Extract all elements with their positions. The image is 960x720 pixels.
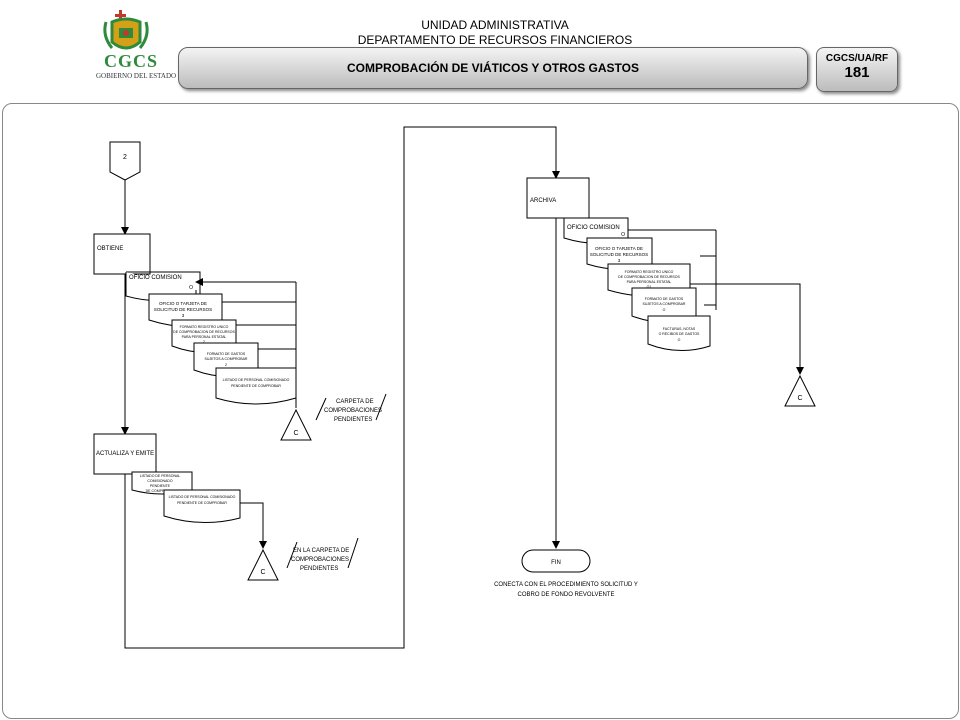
doc-label: FORMATO REGISTRO UNICO (180, 325, 229, 329)
doc-label: SUJETOS A COMPROBAR (205, 357, 248, 361)
doc-label: SUJETOS A COMPROBAR (643, 302, 686, 306)
logo-subtitle: GOBIERNO DEL ESTADO (96, 72, 177, 80)
file-label: C (797, 395, 802, 402)
document-listado-personal-2 (163, 489, 241, 524)
process-label: ARCHIVA (530, 198, 556, 204)
procedure-code: CGCS/UA/RF (825, 53, 889, 64)
department-label: DEPARTAMENTO DE RECURSOS FINANCIEROS (357, 33, 633, 47)
note-line: COMPROBACIONES (291, 557, 349, 563)
connector-label: 2 (123, 154, 127, 161)
doc-label: 3 (182, 313, 185, 318)
page-number: 181 (844, 64, 870, 81)
doc-label: OFICIO COMISION (567, 225, 620, 231)
doc-label: PENDIENTE DE COMPROBAR (231, 384, 281, 388)
logo-acronym: CGCS (104, 51, 159, 71)
doc-label: DE COMPROBAR (146, 489, 175, 493)
diagram-frame (2, 103, 959, 719)
note-line: EN LA CARPETA DE (293, 548, 349, 554)
process-actualiza-emite: ACTUALIZA Y EMITE (93, 433, 157, 475)
doc-label: FORMATO REGISTRO UNICO (625, 270, 674, 274)
doc-label: O RECIBOS DE GASTOS (659, 332, 700, 336)
doc-label: OFICIO O TARJETA DE (595, 246, 643, 251)
doc-label: PARA PERSONAL ESTATAL (627, 280, 672, 284)
doc-label: O (663, 308, 666, 312)
file-label: C (293, 430, 298, 437)
title-text: COMPROBACIÓN DE VIÁTICOS Y OTROS GASTOS (346, 61, 640, 75)
doc-label: O (621, 232, 625, 238)
doc-label: FORMATO DE GASTOS (645, 297, 684, 301)
terminator-label: FIN (551, 560, 561, 566)
doc-label: O (678, 338, 681, 342)
procedure-title: COMPROBACIÓN DE VIÁTICOS Y OTROS GASTOS (178, 47, 808, 89)
doc-label: SOLICITUD DE RECURSOS (154, 307, 212, 312)
unit-label: UNIDAD ADMINISTRATIVA (421, 18, 569, 32)
doc-label: 2 (203, 340, 205, 344)
process-label: OBTIENE (97, 246, 123, 252)
list-documents: LISTADO DE PERSONAL COMISIONADO PENDIENT… (131, 471, 267, 549)
doc-label: FORMATO DE GASTOS (207, 352, 246, 356)
doc-label: OFICIO O TARJETA DE (159, 301, 207, 306)
annotation-carpeta-1: CARPETA DE COMPROBACIONES PENDIENTES (315, 393, 387, 423)
doc-label: DE COMPROBACION DE RECURSOS (618, 275, 680, 279)
note-line: CARPETA DE (336, 399, 374, 405)
note-line: PENDIENTES (300, 566, 338, 572)
doc-label: LISTADO DE PERSONAL COMISIONADO (169, 495, 236, 499)
document-facturas (647, 315, 711, 352)
doc-label: COMISIONADO (147, 479, 173, 483)
procedure-code-box: CGCS/UA/RF 181 (816, 47, 898, 92)
note-line: COBRO DE FONDO REVOLVENTE (518, 592, 615, 598)
file-label: C (260, 569, 265, 576)
annotation-fin: CONECTA CON EL PROCEDIMIENTO SOLICITUD Y… (494, 582, 638, 598)
right-document-stack: OFICIO COMISION O OFICIO O TARJETA DE SO… (563, 217, 804, 375)
file-c-archivo: C (784, 374, 816, 407)
doc-label: O (189, 285, 193, 291)
terminator-fin: FIN (521, 549, 591, 573)
doc-label: 2 (225, 363, 227, 367)
doc-label: OFICIO COMISION (129, 275, 182, 281)
doc-label: DE COMPROBACION DE RECURSOS (173, 330, 235, 334)
process-archiva: ARCHIVA (526, 177, 590, 219)
left-document-stack: OFICIO COMISION O OFICIO O TARJETA DE SO… (125, 271, 297, 408)
file-c-pendientes: C (280, 408, 312, 441)
annotation-carpeta-2: EN LA CARPETA DE COMPROBACIONES PENDIENT… (286, 537, 359, 572)
process-obtiene: OBTIENE (93, 233, 151, 275)
note-line: COMPROBACIONES (324, 408, 382, 414)
doc-label: 3 (618, 258, 621, 263)
doc-label: O1 (647, 285, 652, 289)
note-line: PENDIENTES (334, 417, 372, 423)
doc-label: PENDIENTE DE COMPROBAR (177, 501, 227, 505)
cgcs-logo (92, 8, 176, 80)
coat-of-arms-icon (103, 10, 149, 50)
doc-label: LISTADO DE PERSONAL (140, 474, 181, 478)
doc-label: FACTURAS, NOTAS (663, 327, 696, 331)
file-c-actualiza: C (247, 548, 279, 581)
doc-label: PENDIENTE (150, 484, 171, 488)
doc-label: PARA PERSONAL ESTATAL (182, 335, 227, 339)
note-line: CONECTA CON EL PROCEDIMIENTO SOLICITUD Y (494, 582, 638, 588)
process-label: ACTUALIZA Y EMITE (96, 451, 154, 457)
offpage-connector-2: 2 (109, 141, 141, 181)
doc-label: SOLICITUD DE RECURSOS (590, 252, 648, 257)
flow-connector-line (124, 126, 560, 649)
doc-label: LISTADO DE PERSONAL COMISIONADO (223, 378, 290, 382)
